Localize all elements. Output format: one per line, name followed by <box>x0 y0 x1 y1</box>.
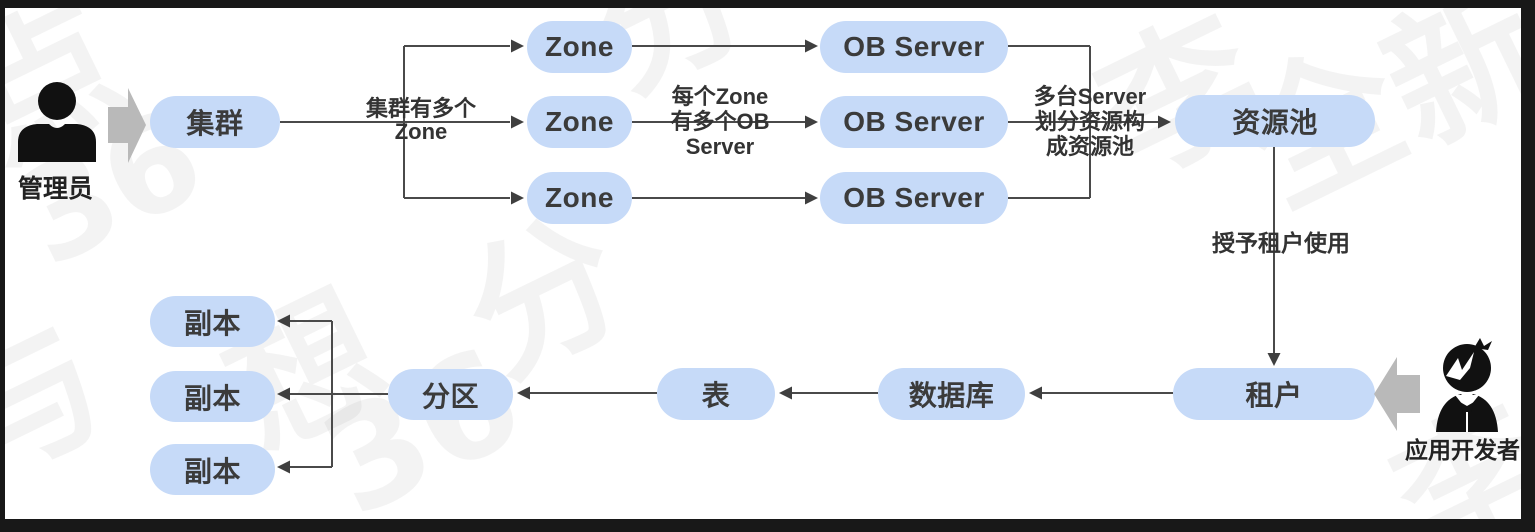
label-grant-to-tenant: 授予租户使用 <box>1212 230 1350 256</box>
edge-servers-to-pool <box>1008 45 1158 199</box>
node-partition: 分区 <box>388 369 513 420</box>
node-database: 数据库 <box>878 368 1025 420</box>
node-zone-2: Zone <box>527 96 632 148</box>
label-zone-has-servers: 每个Zone 有多个OB Server <box>670 84 770 159</box>
arrowhead <box>511 115 524 129</box>
developer-label: 应用开发者 <box>1405 437 1520 463</box>
node-replica-2: 副本 <box>150 371 275 422</box>
arrowhead <box>517 386 530 400</box>
node-replica-3: 副本 <box>150 444 275 495</box>
arrowhead <box>805 39 818 53</box>
developer-flow-arrow-icon <box>1374 357 1420 431</box>
arrowhead <box>805 191 818 205</box>
edge-cluster-to-zones <box>280 45 510 199</box>
node-zone-1: Zone <box>527 21 632 73</box>
arrowhead <box>805 115 818 129</box>
developer-person-icon <box>1436 338 1498 432</box>
admin-flow-arrow-icon <box>108 88 146 163</box>
arrowhead <box>779 386 792 400</box>
node-ob-server-1: OB Server <box>820 21 1008 73</box>
admin-person-icon <box>18 82 96 162</box>
node-zone-3: Zone <box>527 172 632 224</box>
node-ob-server-3: OB Server <box>820 172 1008 224</box>
node-table: 表 <box>657 368 775 420</box>
label-servers-form-pool: 多台Server 划分资源构 成资源池 <box>1033 84 1147 159</box>
admin-label: 管理员 <box>18 175 94 203</box>
arrowhead <box>1029 386 1042 400</box>
label-cluster-has-zones: 集群有多个 Zone <box>365 96 476 144</box>
node-cluster: 集群 <box>150 96 280 148</box>
node-tenant: 租户 <box>1173 368 1375 420</box>
arrowhead <box>1158 115 1171 129</box>
node-resource-pool: 资源池 <box>1175 95 1375 147</box>
arrowhead <box>277 314 290 328</box>
edge-partition-to-replicas <box>290 320 388 468</box>
arrowhead <box>1267 353 1281 366</box>
node-ob-server-2: OB Server <box>820 96 1008 148</box>
diagram-canvas: 点 36 分 李 全 新 想 36 分 李 与 <box>5 8 1521 519</box>
arrowhead <box>277 387 290 401</box>
arrowhead <box>511 191 524 205</box>
edge-zones-to-servers <box>632 45 806 199</box>
node-replica-1: 副本 <box>150 296 275 347</box>
arrowhead <box>277 460 290 474</box>
arrowhead <box>511 39 524 53</box>
